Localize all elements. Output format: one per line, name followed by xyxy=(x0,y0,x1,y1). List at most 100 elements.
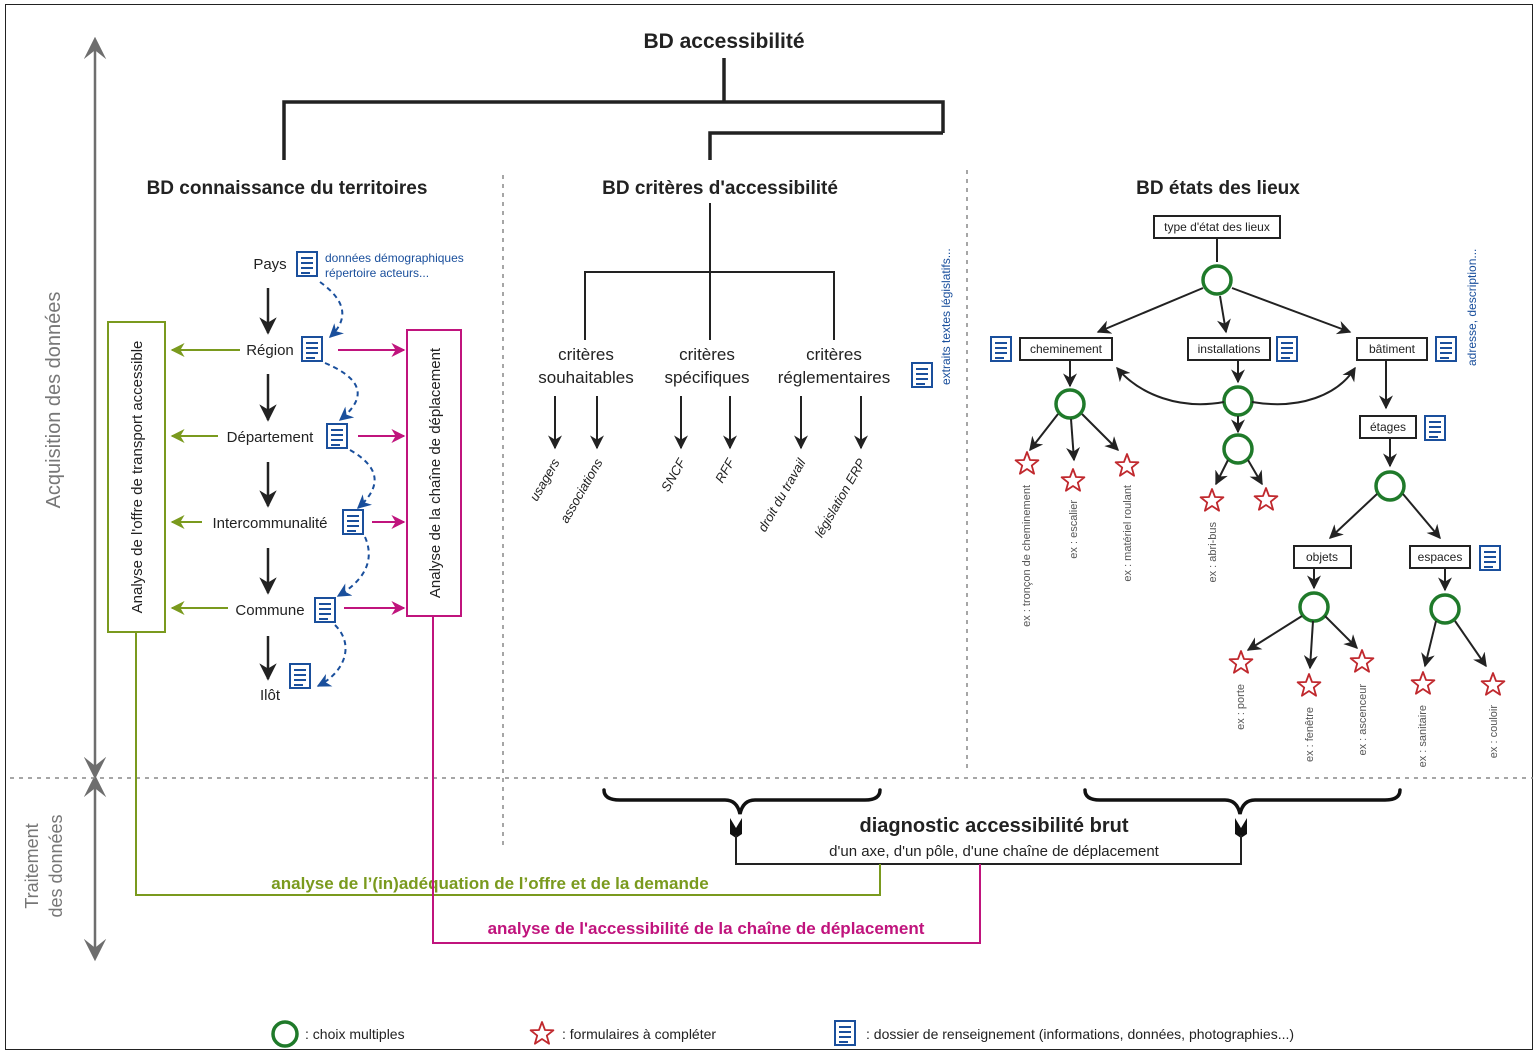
choice-circle xyxy=(1222,433,1254,465)
doc-legend-icon xyxy=(834,1020,856,1046)
form-star-icon xyxy=(1199,488,1225,512)
form-star-icon xyxy=(1410,671,1436,695)
label-batiment: bâtiment xyxy=(1369,342,1416,356)
doc-icon xyxy=(301,336,323,362)
diagnostic-subtitle: d'un axe, d'un pôle, d'une chaîne de dép… xyxy=(829,843,1160,860)
ex-materiel-roulant: ex : matériel roulant xyxy=(1122,485,1134,582)
col3-arrows-1 xyxy=(1096,287,1352,335)
objets-arrows xyxy=(1246,615,1358,670)
note-demographics: données démographiques xyxy=(325,251,464,265)
col1-title: BD connaissance du territoires xyxy=(147,178,428,199)
root-label: type d'état des lieux xyxy=(1164,220,1270,234)
braces xyxy=(602,788,1402,815)
diagnostic-markers xyxy=(730,818,1247,838)
diagram-frame xyxy=(5,4,1533,1050)
doc-icon xyxy=(911,362,933,388)
item-legislation-erp: législation ERP xyxy=(812,456,869,540)
crit-souhaitables-1: critères xyxy=(558,345,614,364)
diagnostic-bracket xyxy=(735,835,1242,865)
travel-chain-label: Analyse de la chaîne de déplacement xyxy=(427,347,444,598)
level-intercommunalite: Intercommunalité xyxy=(212,515,327,532)
top-tree-lines xyxy=(282,58,945,160)
ex-escalier: ex : escalier xyxy=(1068,500,1080,559)
choice-circle xyxy=(1201,264,1233,296)
doc-icon xyxy=(326,423,348,449)
level-pays: Pays xyxy=(253,256,286,273)
choice-circle xyxy=(1222,385,1254,417)
cheminement-arrows xyxy=(1029,413,1119,462)
choice-circle xyxy=(1298,591,1330,623)
form-star-icon xyxy=(1480,672,1506,696)
note-legislative: extraits textes législatifs... xyxy=(939,248,953,385)
choice-circle xyxy=(1429,593,1461,625)
col2-title: BD critères d'accessibilité xyxy=(602,178,838,199)
ex-sanitaire: ex : sanitaire xyxy=(1417,705,1429,767)
circle-legend-icon xyxy=(271,1020,299,1048)
doc-icon xyxy=(1479,545,1501,571)
ex-troncon: ex : tronçon de cheminement xyxy=(1021,485,1033,627)
item-sncf: SNCF xyxy=(658,455,689,494)
form-star-icon xyxy=(1060,468,1086,492)
pink-analysis-label: analyse de l'accessibilité de la chaîne … xyxy=(488,919,925,938)
col2-tree-lines xyxy=(584,203,835,340)
etages-arrows xyxy=(1328,493,1441,540)
box-batiment xyxy=(1356,337,1428,361)
label-cheminement: cheminement xyxy=(1030,342,1103,356)
pink-arrows xyxy=(338,343,406,615)
main-title: BD accessibilité xyxy=(643,30,804,53)
box-etages xyxy=(1359,415,1417,439)
level-departement: Département xyxy=(227,429,315,446)
ex-abri-bus: ex : abri-bus xyxy=(1207,522,1219,583)
item-rff: RFF xyxy=(712,455,738,485)
label-espaces: espaces xyxy=(1418,550,1463,564)
item-associations: associations xyxy=(557,456,606,526)
choice-circle xyxy=(1374,470,1406,502)
form-star-icon xyxy=(1114,453,1140,477)
level-ilot: Ilôt xyxy=(260,687,281,704)
transport-offer-box xyxy=(107,321,166,633)
crit-souhaitables-2: souhaitables xyxy=(538,368,633,387)
label-objets: objets xyxy=(1306,550,1338,564)
installations-arrows xyxy=(1215,459,1263,486)
col3-title: BD états des lieux xyxy=(1136,178,1300,199)
crit-specifiques-2: spécifiques xyxy=(664,368,749,387)
doc-icon xyxy=(990,336,1012,362)
ex-ascenceur: ex : ascenceur xyxy=(1357,684,1369,756)
dashed-links xyxy=(316,281,376,687)
diagnostic-title: diagnostic accessibilité brut xyxy=(860,815,1129,837)
ex-couloir: ex : couloir xyxy=(1488,705,1500,759)
form-star-icon xyxy=(1014,451,1040,475)
box-cheminement xyxy=(1019,337,1113,361)
ex-fenetre: ex : fenêtre xyxy=(1304,707,1316,762)
box-espaces xyxy=(1409,545,1471,569)
form-star-icon xyxy=(1228,650,1254,674)
doc-icon xyxy=(314,597,336,623)
acquisition-label: Acquisition des données xyxy=(43,292,65,509)
green-analysis-line xyxy=(135,632,881,896)
travel-chain-box xyxy=(406,329,462,617)
star-legend-icon xyxy=(529,1021,555,1045)
curved-arrow xyxy=(1251,366,1356,406)
espaces-arrows xyxy=(1421,620,1487,668)
transport-offer-label: Analyse de l'offre de transport accessib… xyxy=(129,341,146,614)
doc-icon xyxy=(1435,336,1457,362)
green-arrows xyxy=(170,343,240,615)
box-objets xyxy=(1293,545,1352,569)
label-etages: étages xyxy=(1370,420,1406,434)
doc-icon xyxy=(1424,415,1446,441)
doc-icon xyxy=(342,509,364,535)
note-actors: répertoire acteurs... xyxy=(325,266,429,280)
col2-arrows xyxy=(548,396,868,450)
legend-circle-label: : choix multiples xyxy=(305,1026,405,1042)
ex-porte: ex : porte xyxy=(1235,684,1247,730)
item-usagers: usagers xyxy=(526,456,562,504)
choice-circle xyxy=(1054,388,1086,420)
note-adresse: adresse, description... xyxy=(1465,249,1479,366)
label-installations: installations xyxy=(1198,342,1261,356)
legend-doc-label: : dossier de renseignement (informations… xyxy=(866,1026,1294,1042)
treatment-label-1: Traitement xyxy=(22,823,42,908)
green-analysis-label: analyse de l’(in)adéquation de l’offre e… xyxy=(271,874,708,893)
pink-analysis-line xyxy=(432,616,981,944)
legend-star-label: : formulaires à compléter xyxy=(562,1026,716,1042)
